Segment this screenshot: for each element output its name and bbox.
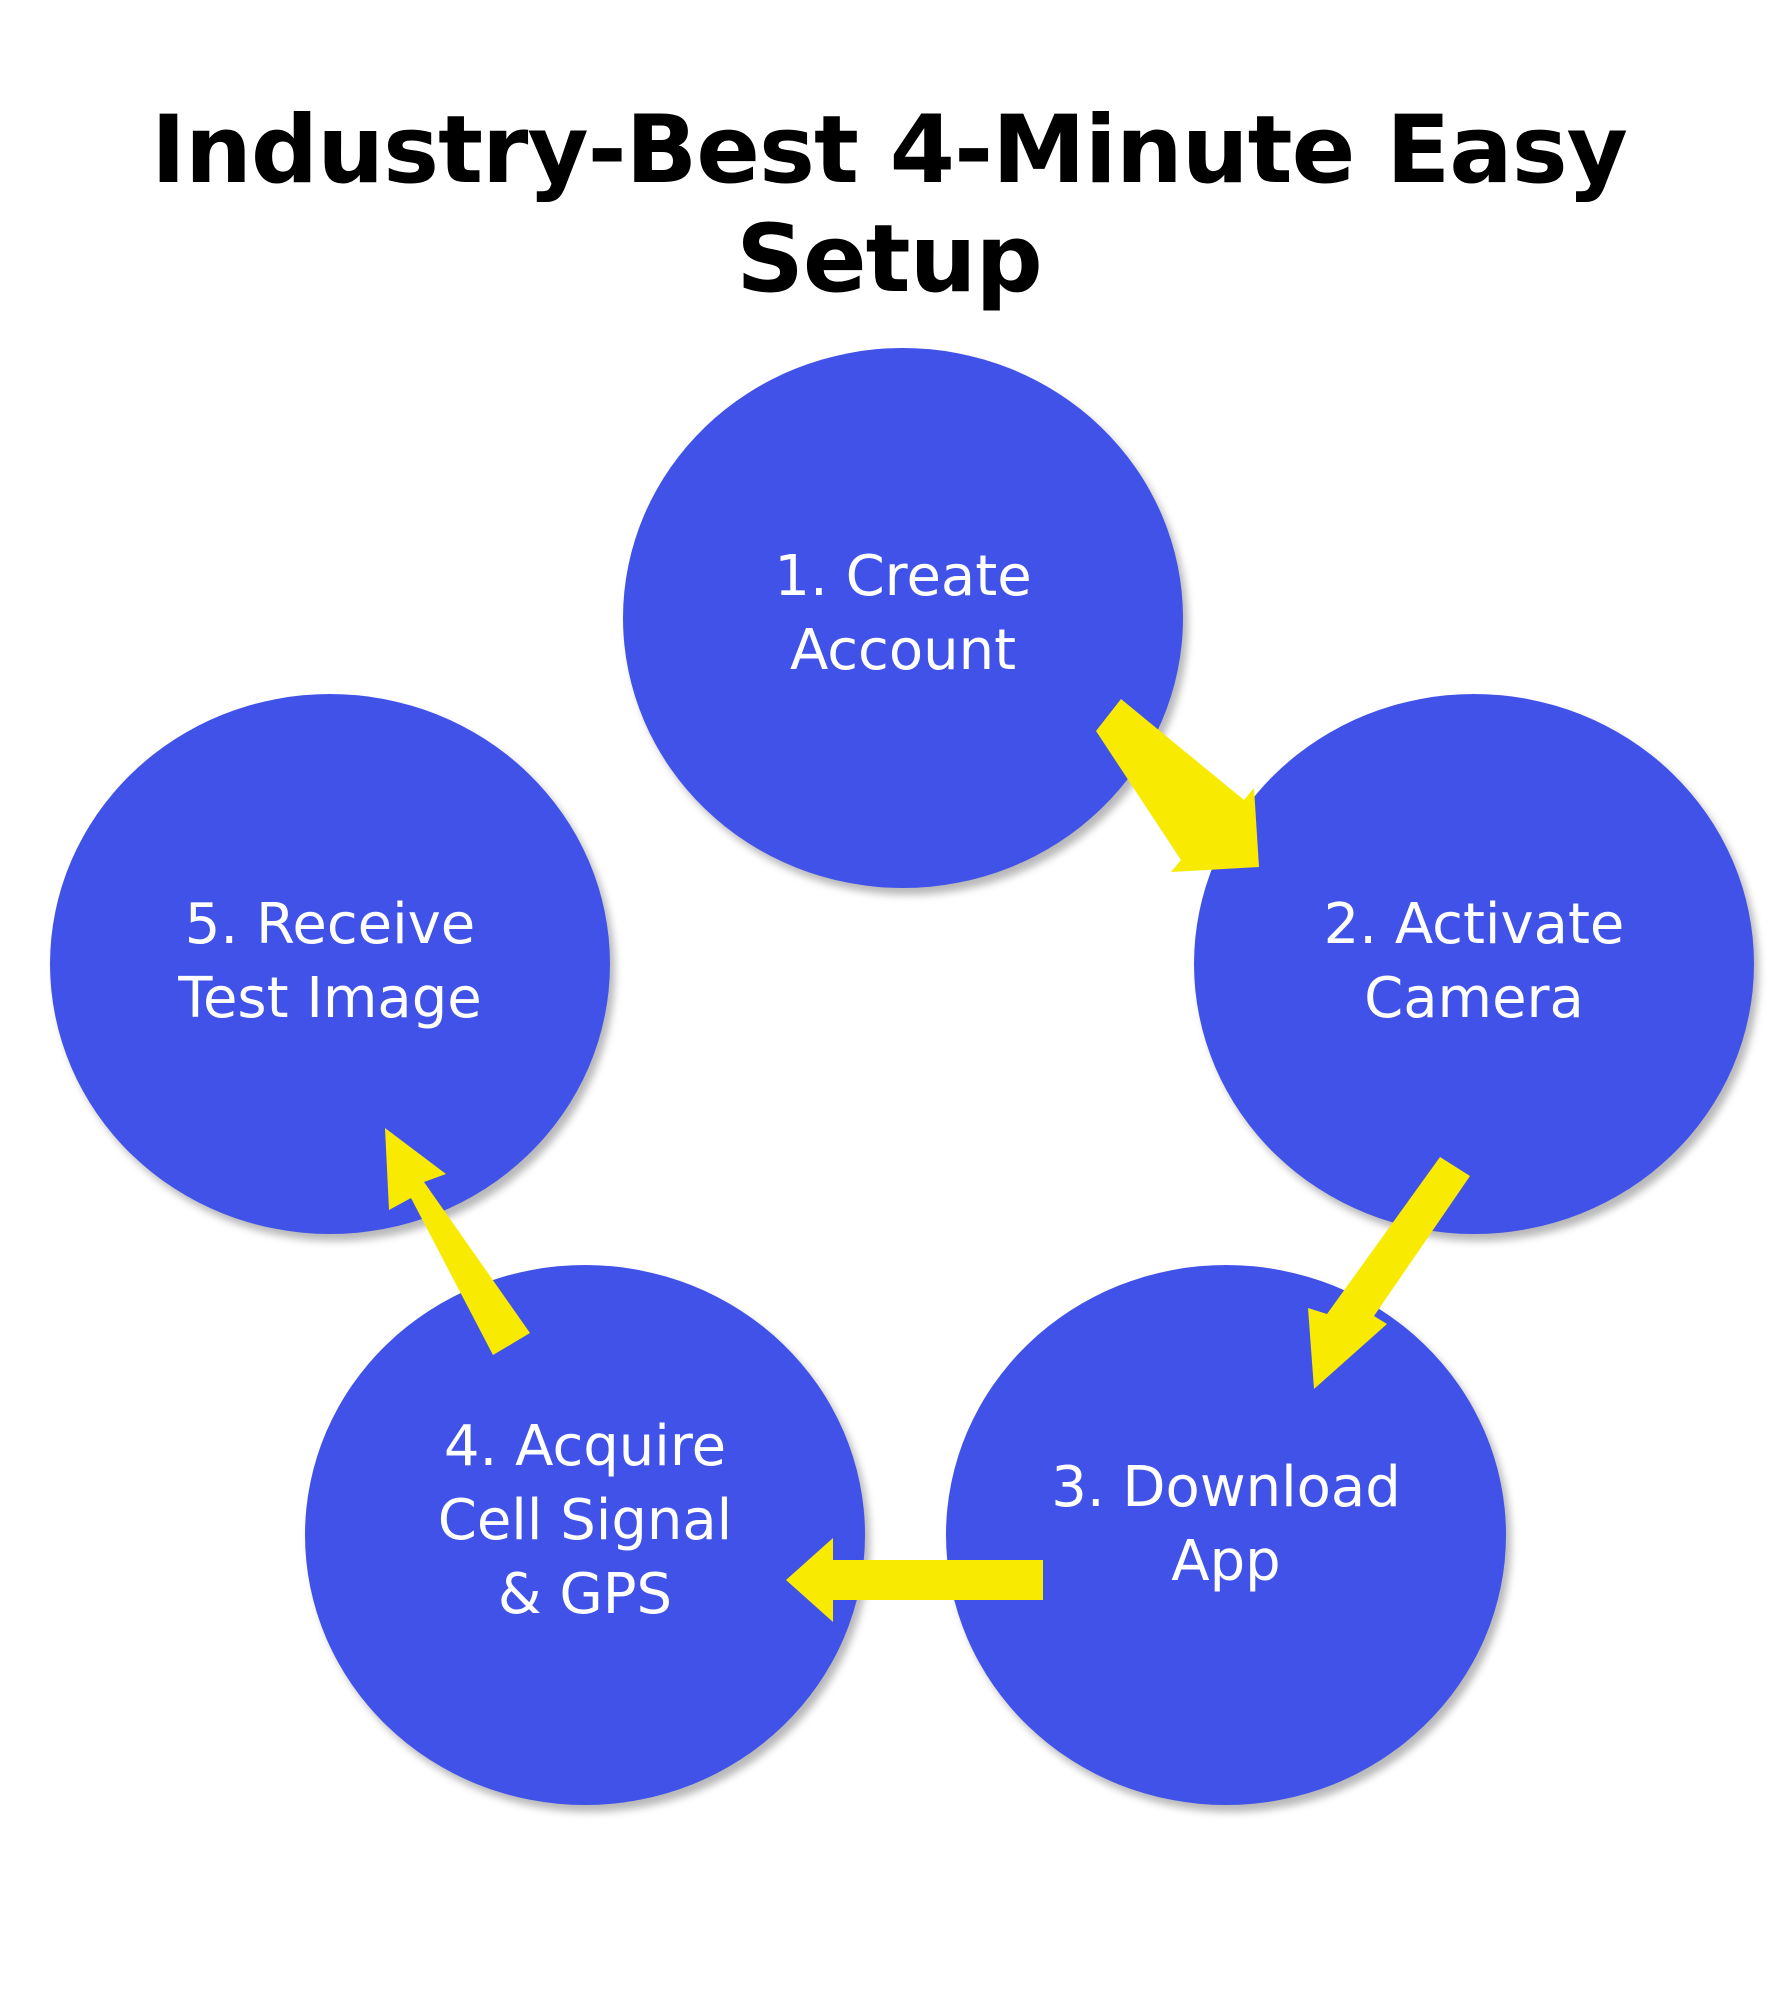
arrow-3-to-4 [786,1538,1043,1622]
step-4-line-1: 4. Acquire [443,1414,727,1479]
step-5-line-2: Test Image [178,966,482,1031]
step-5-label: 5. Receive Test Image [178,888,481,1036]
step-1-circle: 1. Create Account [623,348,1183,888]
step-5-line-1: 5. Receive [184,892,476,957]
step-4-line-3: & GPS [497,1562,673,1627]
step-3-label: 3. Download App [1051,1451,1401,1599]
diagram-title: Industry-Best 4-Minute Easy Setup [151,96,1628,314]
step-2-circle: 2. Activate Camera [1194,694,1754,1234]
step-2-line-1: 2. Activate [1323,892,1625,957]
step-3-line-2: App [1171,1529,1281,1594]
arrow-4-to-5 [385,1128,530,1355]
step-5-circle: 5. Receive Test Image [50,694,610,1234]
step-2-line-2: Camera [1364,966,1584,1031]
step-2-label: 2. Activate Camera [1324,888,1625,1036]
step-3-circle: 3. Download App [946,1265,1506,1805]
step-4-circle: 4. Acquire Cell Signal & GPS [305,1265,865,1805]
step-4-label: 4. Acquire Cell Signal & GPS [438,1410,733,1632]
step-3-line-1: 3. Download [1051,1455,1401,1520]
arrow-1-to-2 [1096,699,1259,872]
step-1-label: 1. Create Account [774,540,1031,688]
step-1-line-1: 1. Create [774,544,1032,609]
step-1-line-2: Account [789,618,1017,683]
step-4-line-2: Cell Signal [437,1488,733,1553]
arrow-2-to-3 [1308,1157,1470,1389]
